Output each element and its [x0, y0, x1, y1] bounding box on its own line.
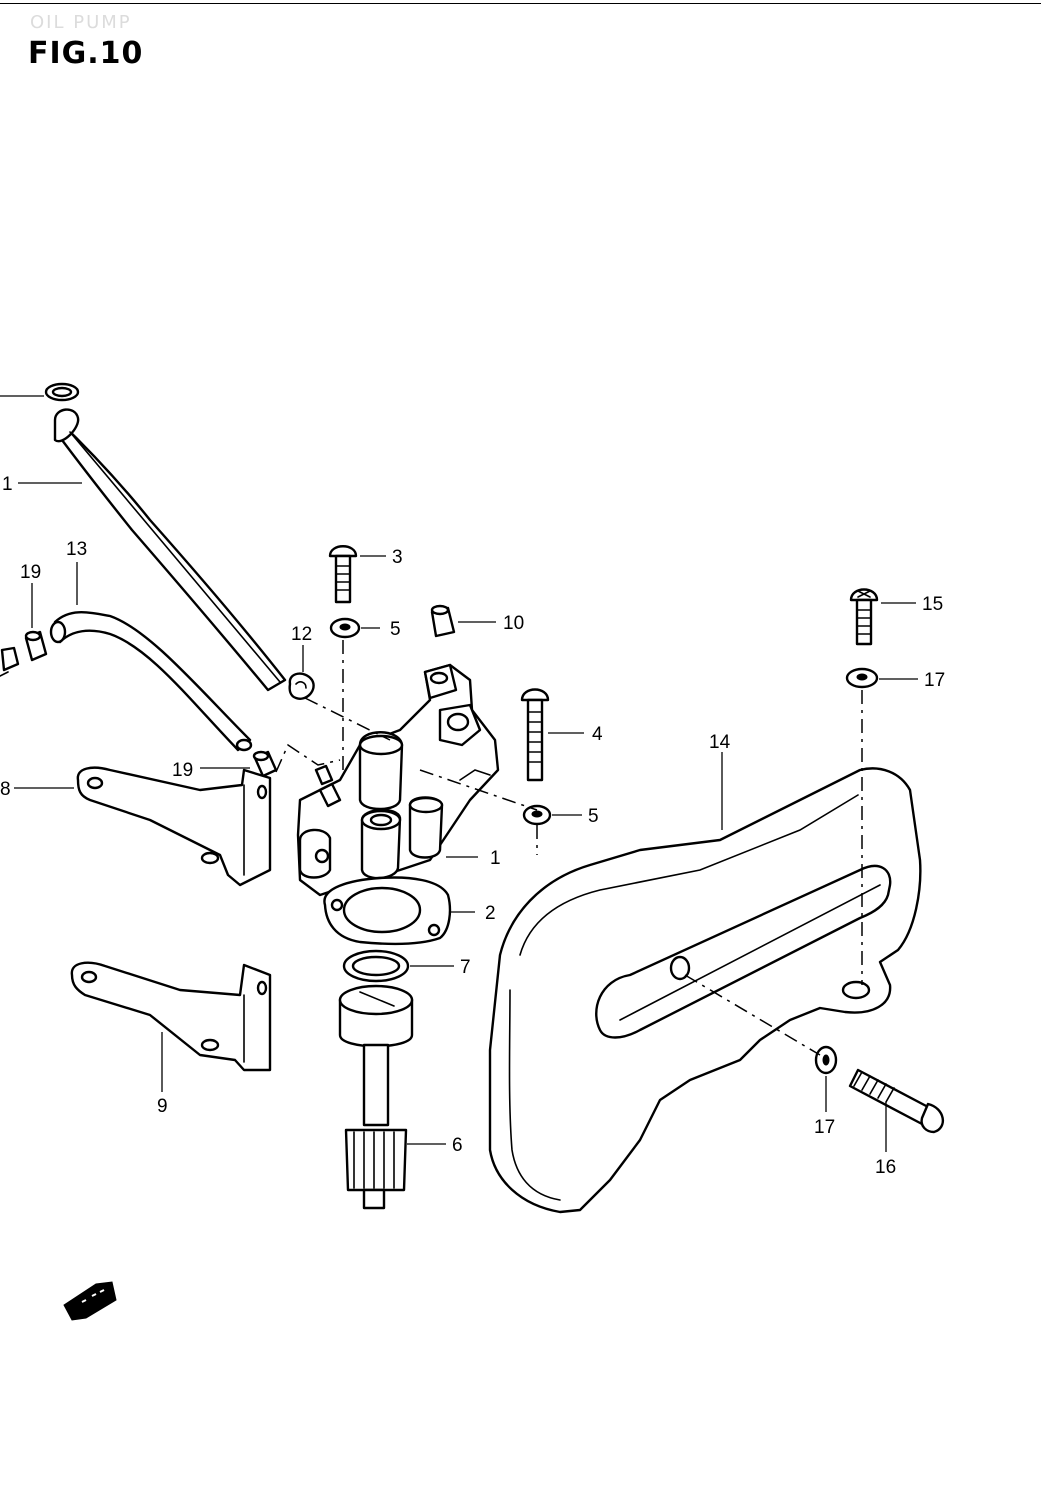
callout-16: 16 — [875, 1157, 896, 1178]
oil-pump-cover-14 — [488, 767, 922, 1214]
drive-gear-shaft-6 — [338, 984, 414, 1210]
top-rule — [0, 3, 1041, 4]
screw-15 — [849, 588, 879, 646]
screw-3 — [328, 545, 358, 604]
hose-joint-left — [0, 630, 48, 677]
washer-5-lower — [522, 804, 552, 826]
section-title: OIL PUMP — [30, 12, 132, 33]
front-arrow-icon — [63, 1281, 117, 1321]
callout-5-top: 5 — [390, 619, 401, 640]
callout-14: 14 — [709, 732, 731, 753]
callout-12: 12 — [291, 624, 312, 645]
screw-16 — [848, 1068, 944, 1134]
hose-clamp-12 — [288, 672, 315, 700]
callout-3: 3 — [392, 547, 403, 568]
bracket-9 — [70, 961, 272, 1072]
callout-19-center: 19 — [172, 760, 193, 781]
oil-pump-body — [296, 663, 500, 897]
callout-17-top: 17 — [924, 670, 945, 691]
callout-7: 7 — [460, 957, 471, 978]
callout-2: 2 — [485, 903, 496, 924]
callout-19-left: 19 — [20, 562, 41, 583]
callout-6: 6 — [452, 1135, 463, 1156]
o-ring-7 — [342, 949, 410, 983]
callout-15: 15 — [922, 594, 943, 615]
oil-hose-curved — [49, 611, 253, 752]
assembly-lines — [275, 640, 863, 1056]
washer-17-lower — [814, 1045, 838, 1075]
leader-lines — [0, 395, 918, 1152]
oil-hose-long — [53, 408, 287, 692]
callout-4: 4 — [592, 724, 603, 745]
washer-5-top — [329, 617, 361, 639]
callout-1-hose: 1 — [2, 474, 13, 495]
screw-4 — [520, 688, 550, 782]
callout-9: 9 — [157, 1096, 168, 1117]
callout-17-lower: 17 — [814, 1117, 835, 1138]
nipple-10 — [430, 604, 456, 638]
hose-joint-center — [252, 750, 278, 778]
callout-labels: 1 1 2 3 4 5 5 6 7 8 9 10 12 13 14 15 16 … — [0, 474, 945, 1178]
callout-10: 10 — [503, 613, 524, 634]
hose-clamp-top — [44, 382, 80, 402]
callout-8: 8 — [0, 779, 11, 800]
bracket-8 — [76, 766, 272, 887]
figure-label: FIG.10 — [28, 36, 144, 71]
gasket-2 — [323, 876, 452, 946]
washer-17-top — [845, 667, 879, 689]
callout-13: 13 — [66, 539, 87, 560]
callout-5-lower: 5 — [588, 806, 599, 827]
callout-1-pump: 1 — [490, 848, 501, 869]
